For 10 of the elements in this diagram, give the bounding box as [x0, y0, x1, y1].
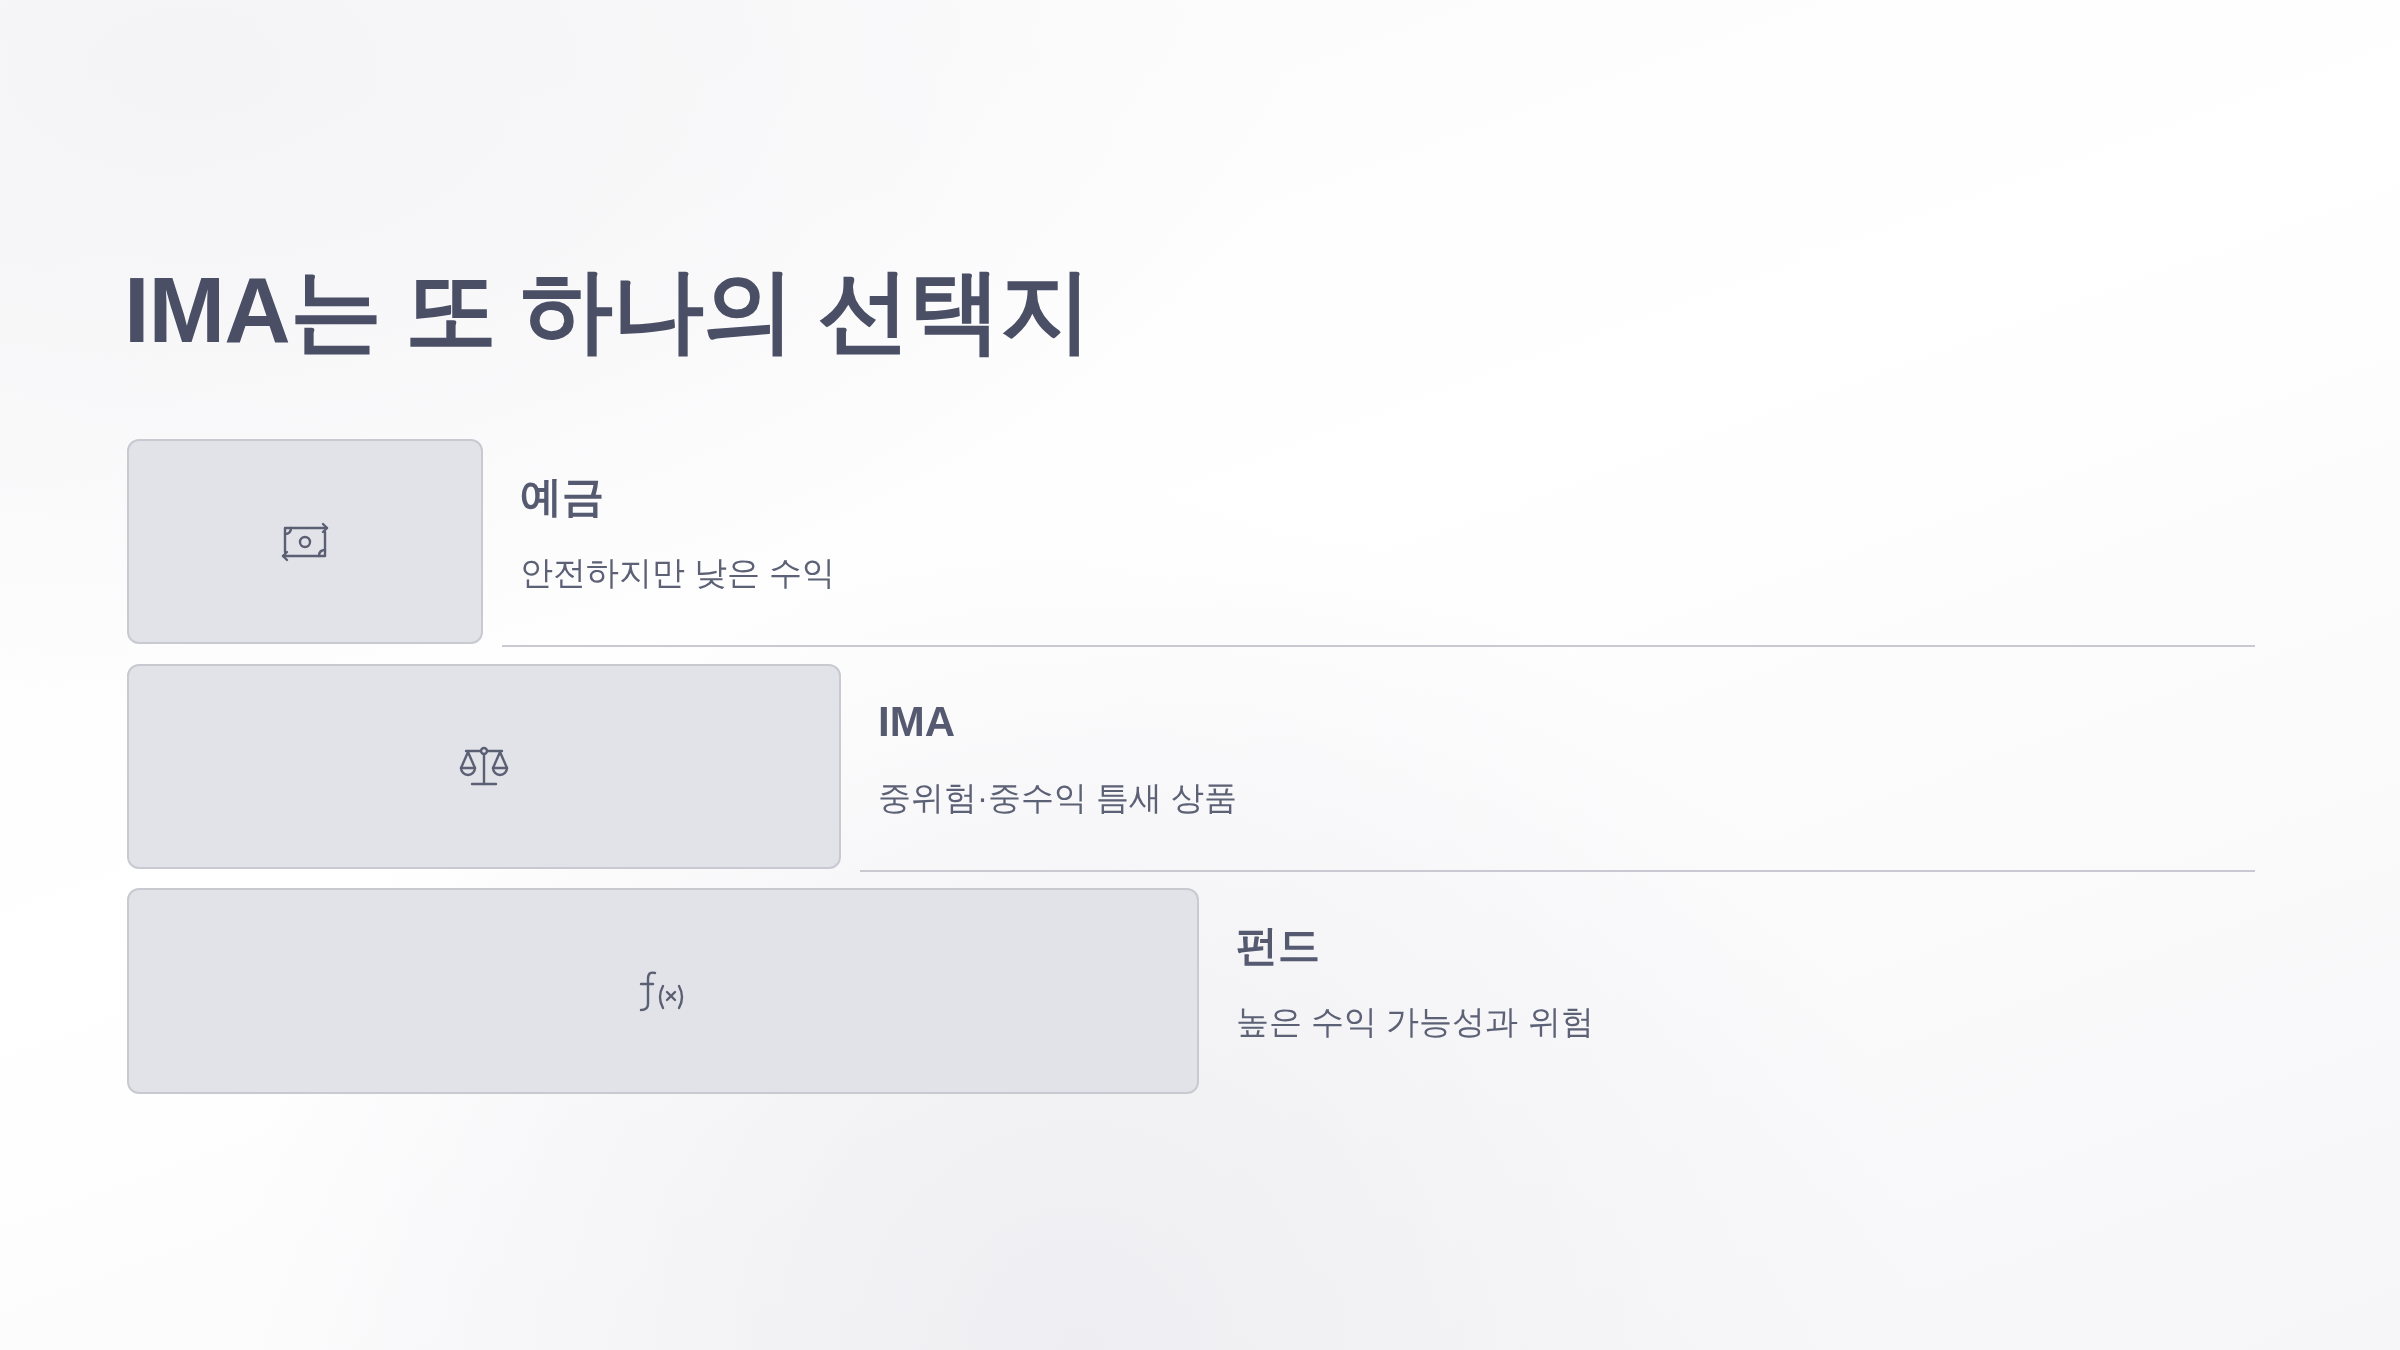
row-heading: IMA: [878, 697, 955, 747]
level-bar: [127, 664, 841, 869]
row-heading: 펀드: [1236, 921, 1320, 971]
row-description: 중위험·중수익 틈새 상품: [878, 778, 1238, 818]
slide-title: IMA는 또 하나의 선택지: [124, 258, 1092, 363]
row-description: 안전하지만 낮은 수익: [520, 553, 836, 593]
level-bar: [127, 888, 1199, 1094]
level-bar: [127, 439, 483, 644]
row-description: 높은 수익 가능성과 위험: [1236, 1002, 1594, 1042]
row-heading: 예금: [520, 472, 604, 522]
